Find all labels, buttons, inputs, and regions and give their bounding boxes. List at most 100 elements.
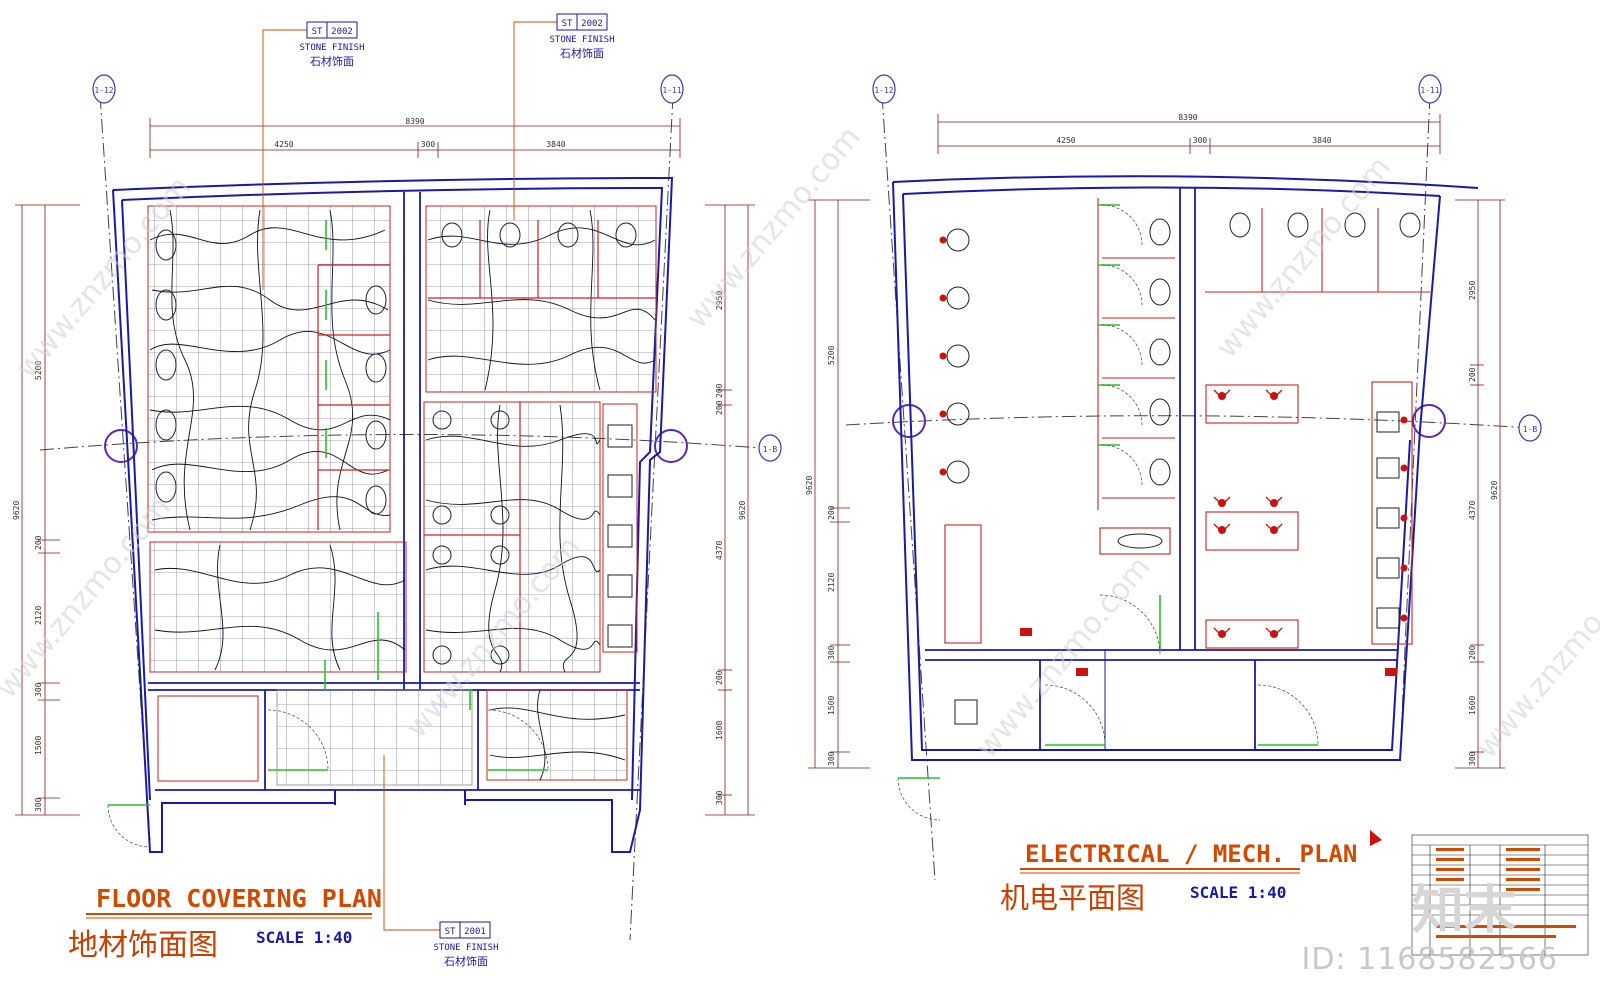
- svg-text:1600: 1600: [715, 721, 724, 740]
- svg-text:ST: ST: [445, 927, 456, 937]
- svg-text:300: 300: [34, 797, 43, 812]
- svg-text:1-B: 1-B: [1523, 425, 1538, 434]
- svg-text:300: 300: [827, 645, 836, 660]
- plan-title-left: FLOOR COVERING PLAN 地材饰面图 SCALE 1:40: [68, 884, 382, 963]
- svg-text:2002: 2002: [331, 27, 353, 37]
- svg-text:4250: 4250: [1056, 136, 1075, 145]
- grid-bubble-1-b: 1-B: [1518, 414, 1542, 442]
- outer-wall: [892, 175, 1479, 761]
- svg-text:9620: 9620: [805, 476, 814, 495]
- svg-text:300: 300: [421, 140, 436, 149]
- svg-text:石材饰面: 石材饰面: [444, 954, 488, 968]
- svg-text:机电平面图: 机电平面图: [1000, 881, 1145, 915]
- brand-logo: 知末: [1412, 881, 1517, 941]
- urinal-stalls: [424, 220, 656, 672]
- svg-text:4370: 4370: [1468, 501, 1477, 520]
- stall-partitions-left: [317, 264, 390, 530]
- svg-text:3840: 3840: [546, 140, 565, 149]
- plan-title-right: ELECTRICAL / MECH. PLAN 机电平面图 SCALE 1:40: [1000, 840, 1357, 915]
- svg-text:石材饰面: 石材饰面: [310, 54, 354, 68]
- svg-text:1500: 1500: [827, 696, 836, 715]
- svg-text:ELECTRICAL / MECH. PLAN: ELECTRICAL / MECH. PLAN: [1025, 840, 1357, 868]
- door-swings-left: [107, 709, 549, 848]
- svg-text:ST: ST: [562, 19, 573, 29]
- svg-text:2001: 2001: [464, 927, 486, 937]
- svg-text:1-B: 1-B: [763, 445, 778, 454]
- interior-walls: [925, 188, 1398, 750]
- stone-tile-areas: [147, 205, 657, 786]
- svg-text:2120: 2120: [827, 573, 836, 592]
- material-tag-st2002-b: ST 2002 STONE FINISH 石材饰面: [513, 13, 615, 220]
- outer-wall: [112, 176, 674, 853]
- svg-text:1-11: 1-11: [1420, 86, 1439, 95]
- left-dimensions: [15, 204, 80, 816]
- electrical-fixtures: [939, 236, 1408, 846]
- svg-text:STONE FINISH: STONE FINISH: [299, 43, 364, 53]
- floor-covering-plan: 1-12 1-11 1-B 8390 4250 300 3840: [12, 13, 782, 968]
- svg-text:200: 200: [1468, 367, 1477, 382]
- grid-bubble-1-b: 1-B: [758, 434, 782, 462]
- svg-text:2950: 2950: [1468, 281, 1477, 300]
- svg-text:300: 300: [827, 751, 836, 766]
- sink-vanity-left: [602, 403, 638, 653]
- svg-text:200: 200: [1468, 645, 1477, 660]
- svg-text:石材饰面: 石材饰面: [560, 46, 604, 60]
- svg-text:8390: 8390: [1178, 113, 1197, 122]
- svg-text:200: 200: [827, 505, 836, 520]
- svg-text:FLOOR COVERING PLAN: FLOOR COVERING PLAN: [96, 884, 382, 913]
- svg-text:1-11: 1-11: [662, 86, 681, 95]
- svg-text:地材饰面图: 地材饰面图: [68, 928, 218, 963]
- marble-veins: [149, 209, 656, 781]
- svg-text:1-12: 1-12: [94, 86, 113, 95]
- right-dimensions: [705, 204, 755, 816]
- svg-text:200: 200: [34, 535, 43, 550]
- toilet-cubicles: [944, 198, 1432, 649]
- svg-text:300: 300: [1193, 136, 1208, 145]
- grid-bubble-1-12: 1-12: [92, 74, 116, 104]
- grid-bubble-1-12: 1-12: [872, 74, 896, 104]
- svg-text:1600: 1600: [1468, 696, 1477, 715]
- grid-bubble-1-11: 1-11: [660, 74, 684, 104]
- toilet-fixtures-left: [155, 229, 387, 515]
- svg-text:200: 200: [715, 400, 724, 415]
- svg-text:2120: 2120: [34, 606, 43, 625]
- svg-text:SCALE 1:40: SCALE 1:40: [1190, 883, 1286, 902]
- svg-text:300: 300: [1468, 751, 1477, 766]
- svg-text:1500: 1500: [34, 736, 43, 755]
- svg-text:3840: 3840: [1312, 136, 1331, 145]
- svg-text:8390: 8390: [405, 117, 424, 126]
- svg-text:200: 200: [715, 670, 724, 685]
- top-dimensions: [937, 114, 1441, 154]
- svg-text:4370: 4370: [715, 541, 724, 560]
- urinal-fixtures: [432, 222, 637, 665]
- left-dimensions: [808, 199, 870, 769]
- svg-text:www.znzmo.com: www.znzmo.com: [1209, 150, 1398, 365]
- right-dimensions: [1455, 199, 1505, 769]
- door-swings-right: [897, 204, 1319, 821]
- svg-text:300: 300: [715, 790, 724, 805]
- svg-text:300: 300: [34, 682, 43, 697]
- svg-text:STONE FINISH: STONE FINISH: [549, 35, 614, 45]
- legend-table-marks: [1436, 848, 1576, 938]
- doors-right: [898, 204, 1318, 779]
- svg-text:2950: 2950: [715, 291, 724, 310]
- svg-text:SCALE 1:40: SCALE 1:40: [256, 928, 352, 947]
- svg-text:4250: 4250: [274, 140, 293, 149]
- svg-text:9620: 9620: [738, 501, 747, 520]
- svg-text:200: 200: [715, 383, 724, 398]
- basins-left-wall: [946, 228, 1400, 629]
- svg-text:www.znzmo.com: www.znzmo.com: [679, 120, 868, 335]
- toilet-fixtures-right: [954, 212, 1421, 725]
- svg-text:www.znzmo.com: www.znzmo.com: [1469, 550, 1600, 765]
- electrical-mech-plan: 1-12 1-11 1-B 8390 4250 300 3840: [805, 74, 1589, 956]
- top-dimensions: [149, 118, 681, 158]
- svg-text:www.znzmo.com: www.znzmo.com: [969, 550, 1158, 765]
- svg-text:2002: 2002: [581, 19, 603, 29]
- material-tag-st2001: ST 2001 STONE FINISH 石材饰面: [383, 755, 499, 968]
- svg-text:ST: ST: [312, 27, 323, 37]
- svg-text:9620: 9620: [1490, 481, 1499, 500]
- grid-bubble-1-11: 1-11: [1418, 74, 1442, 104]
- image-id-label: ID: 1168582566: [1301, 942, 1558, 977]
- svg-text:STONE FINISH: STONE FINISH: [433, 943, 498, 953]
